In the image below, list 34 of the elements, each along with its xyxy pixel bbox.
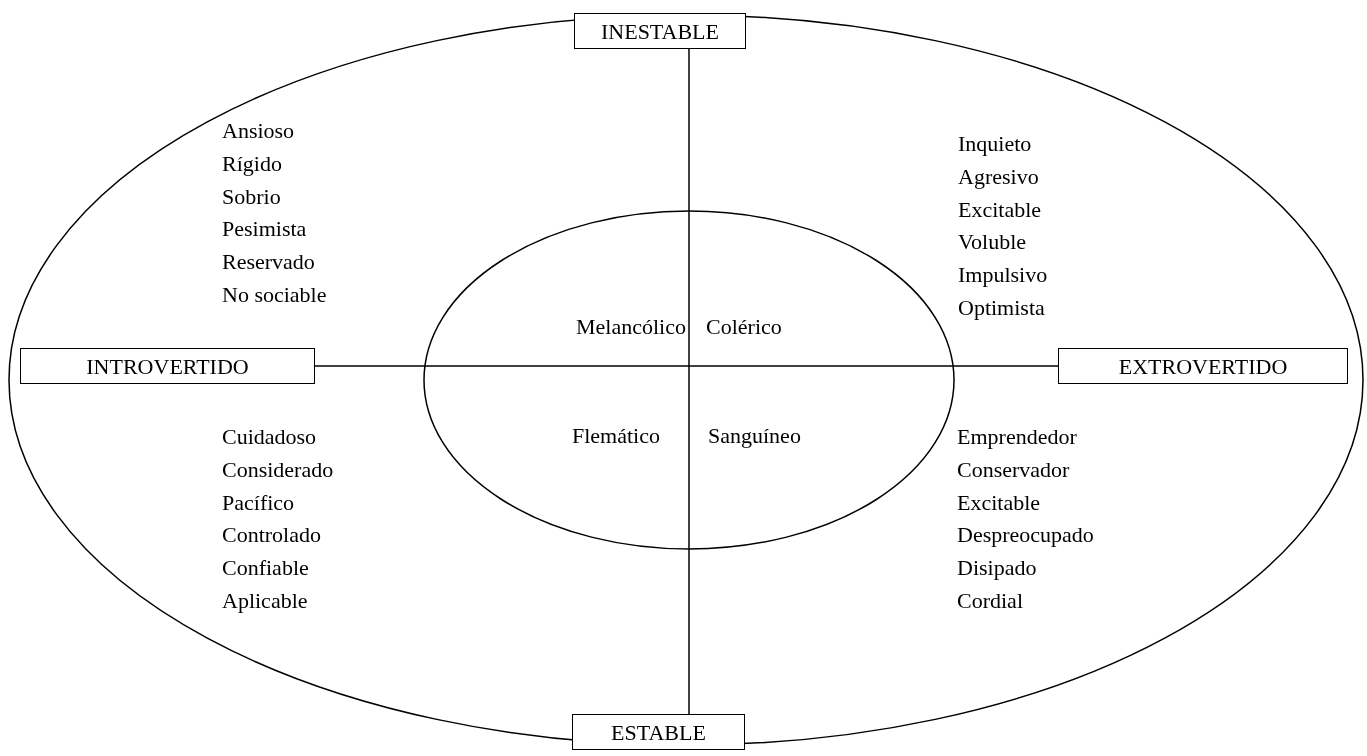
trait-label: Conservador <box>957 455 1070 484</box>
trait-label: Emprendedor <box>957 423 1077 451</box>
temperament-label: Melancólico <box>576 313 686 341</box>
trait-label: Voluble <box>958 228 1027 257</box>
trait-label: Ansioso <box>222 117 295 145</box>
trait-label: Impulsivo <box>958 261 1048 290</box>
trait-label: Cuidadoso <box>222 423 317 451</box>
trait-label: Cordial <box>957 587 1023 615</box>
trait-label: Considerado <box>222 455 334 484</box>
label-box: EXTROVERTIDO <box>1058 348 1348 384</box>
trait-label: Excitable <box>958 195 1042 224</box>
label-box: INESTABLE <box>574 13 746 49</box>
trait-label: Pacífico <box>222 488 295 517</box>
trait-label: Rígido <box>222 149 282 178</box>
axis-line <box>688 48 690 715</box>
trait-label: Disipado <box>957 554 1037 583</box>
trait-label: Agresivo <box>958 162 1039 191</box>
axis-line <box>314 365 1059 367</box>
trait-label: Pesimista <box>222 215 307 244</box>
trait-label: Optimista <box>958 294 1045 322</box>
trait-label: No sociable <box>222 281 327 309</box>
trait-label: Excitable <box>957 488 1041 517</box>
temperament-label: Colérico <box>706 313 782 341</box>
trait-label: Inquieto <box>958 130 1032 158</box>
label-box: ESTABLE <box>572 714 745 750</box>
trait-label: Controlado <box>222 521 321 550</box>
temperament-label: Flemático <box>572 422 660 450</box>
trait-label: Sobrio <box>222 182 281 211</box>
trait-label: Confiable <box>222 554 309 583</box>
trait-label: Despreocupado <box>957 521 1094 550</box>
trait-label: Reservado <box>222 248 315 277</box>
label-box: INTROVERTIDO <box>20 348 315 384</box>
trait-label: Aplicable <box>222 587 308 615</box>
temperament-label: Sanguíneo <box>708 422 801 450</box>
